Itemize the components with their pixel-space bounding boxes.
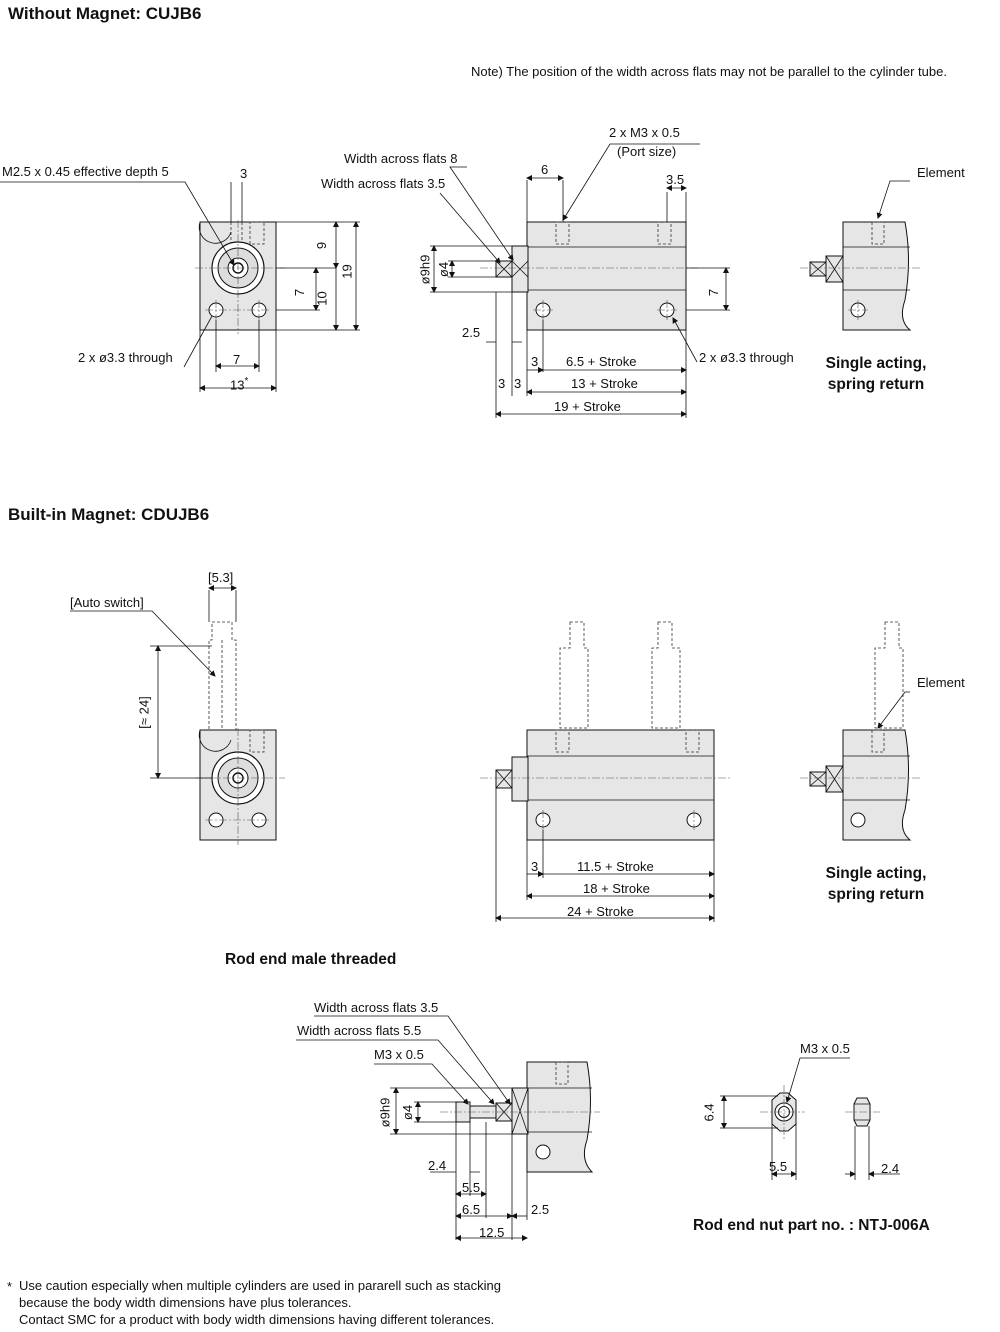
dim-24-stroke: 24 + Stroke [567, 904, 634, 919]
side-view-mid [480, 621, 730, 922]
dim-13-mark: * [244, 376, 249, 387]
side-view-top-dims [430, 143, 730, 418]
end-view-mid [70, 585, 285, 845]
label-rod-m3: M3 x 0.5 [374, 1047, 424, 1062]
dim-rod-6-5: 6.5 [462, 1202, 481, 1217]
footnote-line-1: Use caution especially when multiple cyl… [19, 1278, 501, 1293]
dim-6-5-stroke: 6.5 + Stroke [566, 354, 637, 369]
dim-rod-2-4: 2.4 [428, 1158, 447, 1173]
label-element-top: Element [917, 165, 965, 180]
dim-19: 19 [339, 264, 355, 279]
label-port-size: (Port size) [617, 144, 677, 159]
dim-3: 3 [240, 166, 248, 181]
label-single-acting-mid: Single acting, [825, 865, 927, 882]
dim-approx-24: [≈ 24] [136, 696, 152, 729]
end-view-top [195, 220, 285, 334]
dim-3-5: 3.5 [666, 172, 685, 187]
dim-5-3: [5.3] [208, 570, 234, 585]
label-waf-8: Width across flats 8 [344, 151, 458, 166]
dim-nut-2-4: 2.4 [881, 1161, 900, 1176]
footnote-mark: * [7, 1279, 13, 1294]
dim-19-stroke: 19 + Stroke [554, 399, 621, 414]
dim-rod-dia-9h9: ø9h9 [377, 1097, 393, 1128]
single-acting-mid [800, 621, 920, 841]
label-m25-thread: M2.5 x 0.45 effective depth 5 [2, 164, 169, 179]
note-width-flats: Note) The position of the width across f… [471, 64, 947, 79]
label-rod-waf-5-5: Width across flats 5.5 [297, 1023, 422, 1038]
dim-rod-5-5: 5.5 [462, 1180, 481, 1195]
section-title-built-in-magnet: Built-in Magnet: CDUJB6 [8, 505, 210, 524]
dim-13-stroke: 13 + Stroke [571, 376, 638, 391]
dim-10: 10 [314, 291, 330, 306]
dim-dia-4: ø4 [436, 261, 452, 278]
rod-end-view [296, 1015, 600, 1241]
rod-end-nut [720, 1057, 900, 1180]
dim-7-vertical: 7 [292, 288, 308, 297]
end-view-top-dims [0, 181, 360, 392]
footnote-line-3: Contact SMC for a product with body widt… [19, 1312, 495, 1327]
dim-3-b: 3 [498, 376, 506, 391]
dim-13: 13* [230, 376, 249, 393]
label-through-right: 2 x ø3.3 through [699, 350, 794, 365]
single-acting-top [800, 180, 920, 331]
label-waf-3-5: Width across flats 3.5 [321, 176, 446, 191]
label-through-left: 2 x ø3.3 through [78, 350, 173, 365]
dim-rod-dia-4: ø4 [400, 1104, 416, 1121]
label-single-acting-top: Single acting, [825, 355, 927, 372]
label-element-mid: Element [917, 675, 965, 690]
side-view-top [480, 221, 700, 331]
label-rod-waf-3-5: Width across flats 3.5 [314, 1000, 439, 1015]
dim-3-c: 3 [514, 376, 522, 391]
dim-11-5-stroke: 11.5 + Stroke [577, 859, 654, 874]
section-title-rod-end: Rod end male threaded [225, 951, 397, 968]
label-spring-return-top: spring return [827, 376, 925, 393]
label-port-size-thread: 2 x M3 x 0.5 [609, 125, 680, 140]
label-nut-part-number: Rod end nut part no. : NTJ-006A [693, 1217, 930, 1234]
dim-6: 6 [541, 162, 549, 177]
dim-18-stroke: 18 + Stroke [583, 881, 650, 896]
dim-rod-2-5: 2.5 [531, 1202, 550, 1217]
footnote-line-2: because the body width dimensions have p… [19, 1295, 352, 1310]
dim-dia-9h9: ø9h9 [417, 254, 433, 285]
label-nut-m3: M3 x 0.5 [800, 1041, 850, 1056]
dim-nut-6-4: 6.4 [701, 1103, 717, 1122]
label-auto-switch: [Auto switch] [70, 595, 144, 610]
dim-9: 9 [314, 241, 330, 250]
section-title-without-magnet: Without Magnet: CUJB6 [8, 4, 202, 23]
label-spring-return-mid: spring return [827, 886, 925, 903]
dim-nut-5-5: 5.5 [769, 1159, 788, 1174]
dim-3-mid: 3 [531, 859, 539, 874]
dim-2-5: 2.5 [462, 325, 481, 340]
dim-7-right: 7 [706, 288, 722, 297]
dim-7-horizontal: 7 [233, 352, 241, 367]
dim-3-a: 3 [531, 354, 539, 369]
dim-rod-12-5: 12.5 [479, 1225, 505, 1240]
